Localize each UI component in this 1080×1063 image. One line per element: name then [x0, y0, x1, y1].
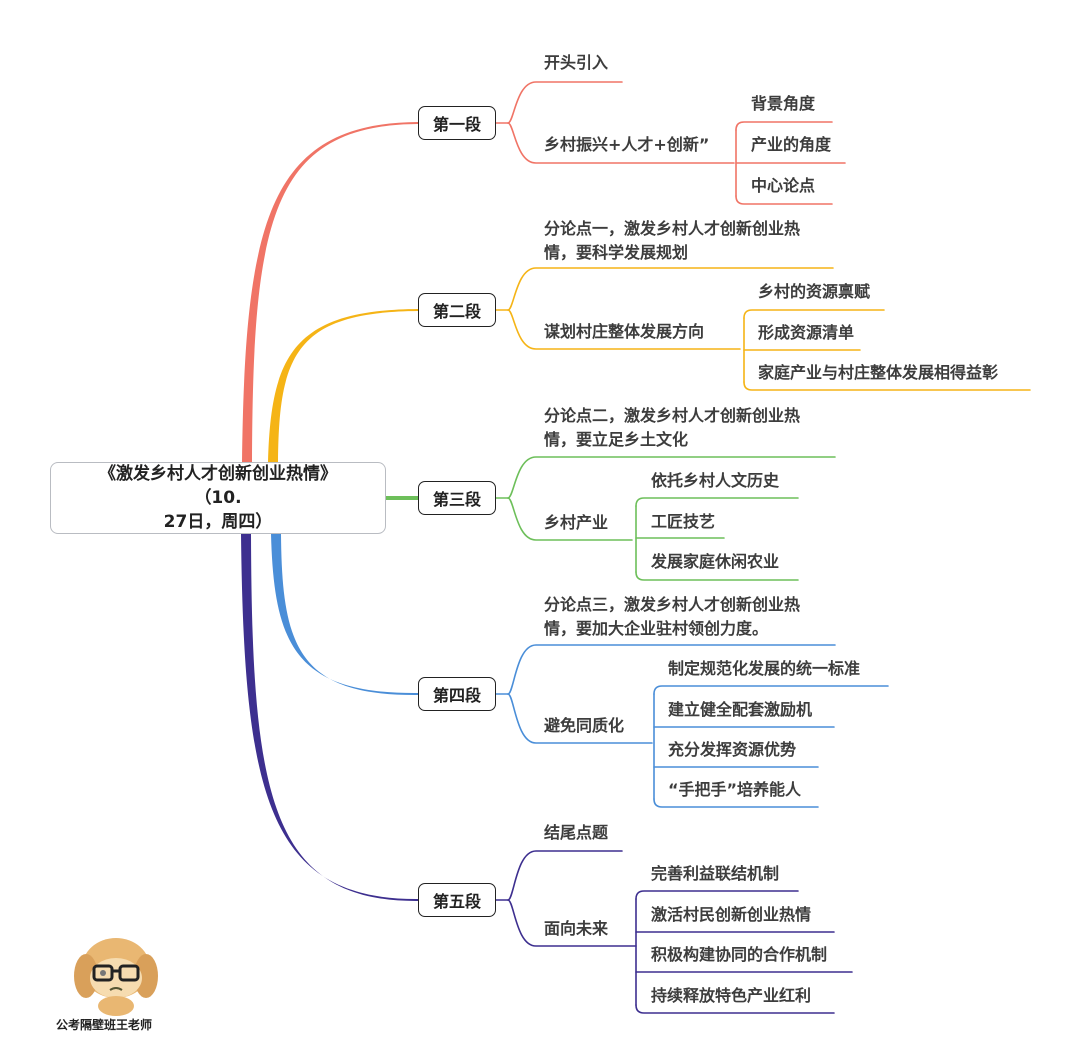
- branch-lower-section-2: [507, 309, 741, 350]
- leaf-underline-4-1: [653, 685, 889, 695]
- s4-leaf-1[interactable]: 制定规范化发展的统一标准: [668, 659, 861, 678]
- leaf-underline-2-1: [743, 309, 885, 319]
- s1-branch-theme[interactable]: 乡村振兴+人才+创新”: [544, 135, 710, 154]
- branch-lower-section-1: [507, 122, 735, 164]
- dog-mascot-icon: [74, 938, 158, 1016]
- watermark-caption: 公考隔壁班王老师: [56, 1018, 153, 1032]
- s2-leaf-1[interactable]: 乡村的资源禀赋: [758, 282, 871, 301]
- section-1-topic[interactable]: 第一段: [418, 106, 496, 140]
- leaf-underline-5-1: [635, 890, 799, 900]
- s2-branch-plan[interactable]: 谋划村庄整体发展方向: [544, 322, 705, 341]
- leaf-underline-3-3: [635, 571, 799, 581]
- leaf-underline-1-3: [735, 195, 833, 205]
- s2-leaf-2[interactable]: 形成资源清单: [758, 323, 855, 342]
- root-title-line1: 《激发乡村人才创新创业热情》（10.: [99, 464, 337, 508]
- s1-leaf-3[interactable]: 中心论点: [751, 176, 816, 195]
- s3-branch-industry[interactable]: 乡村产业: [544, 513, 609, 532]
- leaf-underline-3-1: [635, 497, 799, 507]
- s3-leaf-2[interactable]: 工匠技艺: [651, 512, 716, 531]
- s4-leaf-2[interactable]: 建立健全配套激励机: [668, 700, 813, 719]
- s5-branch-conclusion[interactable]: 结尾点题: [544, 823, 609, 842]
- s5-leaf-2[interactable]: 激活村民创新创业热情: [651, 905, 812, 924]
- branch-upper-section-4: [507, 644, 836, 695]
- s2-leaf-3[interactable]: 家庭产业与村庄整体发展相得益彰: [758, 363, 999, 382]
- branch-lower-section-4: [507, 693, 653, 744]
- s5-leaf-4[interactable]: 持续释放特色产业红利: [651, 986, 812, 1005]
- leaf-underline-5-4: [635, 1004, 835, 1014]
- s4-leaf-4[interactable]: “手把手”培养能人: [668, 780, 802, 799]
- branch-upper-section-3: [507, 456, 836, 499]
- section-4-topic[interactable]: 第四段: [418, 677, 496, 711]
- branch-upper-section-5: [507, 850, 623, 901]
- branch-root-to-section-5: [241, 534, 418, 902]
- section-3-topic[interactable]: 第三段: [418, 481, 496, 515]
- leaf-underline-1-1: [735, 121, 833, 131]
- s1-leaf-2[interactable]: 产业的角度: [751, 135, 832, 154]
- branch-lower-section-3: [507, 497, 633, 541]
- root-title-line2: 27日，周四）: [163, 512, 273, 532]
- s5-branch-future[interactable]: 面向未来: [544, 919, 609, 938]
- leaf-underline-4-4: [653, 798, 819, 808]
- s3-leaf-3[interactable]: 发展家庭休闲农业: [651, 552, 780, 571]
- branch-lower-section-5: [507, 899, 637, 947]
- branch-root-to-section-2: [268, 309, 418, 462]
- root-topic[interactable]: 《激发乡村人才创新创业热情》（10. 27日，周四）: [50, 462, 386, 534]
- s4-leaf-3[interactable]: 充分发挥资源优势: [668, 740, 797, 759]
- branch-root-to-section-1: [242, 122, 418, 462]
- s1-branch-intro[interactable]: 开头引入: [544, 53, 609, 72]
- section-2-topic[interactable]: 第二段: [418, 293, 496, 327]
- section-5-topic[interactable]: 第五段: [418, 883, 496, 917]
- s3-leaf-1[interactable]: 依托乡村人文历史: [651, 471, 780, 490]
- s3-branch-point2-line2[interactable]: 情，要立足乡土文化: [544, 430, 689, 449]
- s1-leaf-1[interactable]: 背景角度: [751, 94, 816, 113]
- s5-leaf-3[interactable]: 积极构建协同的合作机制: [651, 945, 828, 964]
- s4-branch-point3-line1[interactable]: 分论点三，激发乡村人才创新创业热: [544, 595, 801, 614]
- branch-upper-section-2: [507, 267, 834, 311]
- s3-branch-point2-line1[interactable]: 分论点二，激发乡村人才创新创业热: [544, 406, 801, 425]
- s4-branch-avoid[interactable]: 避免同质化: [544, 716, 625, 735]
- branch-upper-section-1: [507, 81, 623, 124]
- s5-leaf-1[interactable]: 完善利益联结机制: [651, 864, 780, 883]
- branch-root-to-section-4: [271, 534, 418, 696]
- s2-branch-point1-line1[interactable]: 分论点一，激发乡村人才创新创业热: [544, 219, 801, 238]
- leaf-underline-2-3: [743, 381, 1031, 391]
- s2-branch-point1-line2[interactable]: 情，要科学发展规划: [544, 243, 689, 262]
- s4-branch-point3-line2[interactable]: 情，要加大企业驻村领创力度。: [544, 619, 769, 638]
